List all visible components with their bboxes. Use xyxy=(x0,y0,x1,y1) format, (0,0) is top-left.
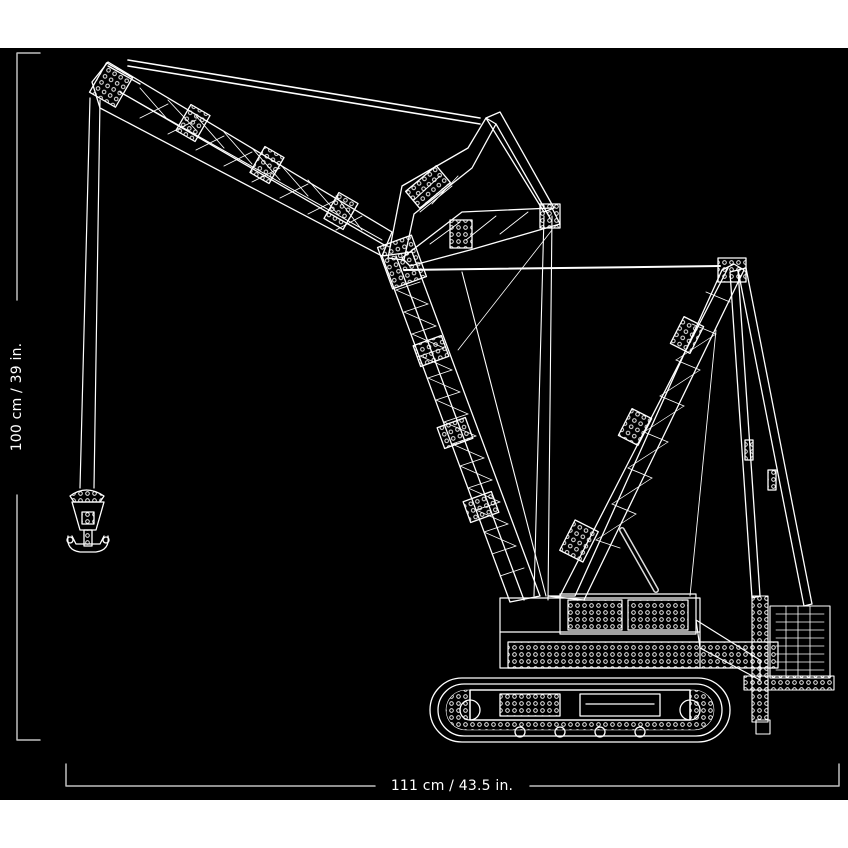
jib-pendants xyxy=(119,59,481,241)
width-dimension-label: 111 cm / 43.5 in. xyxy=(384,778,520,794)
height-dimension-label: 100 cm / 39 in. xyxy=(9,336,25,458)
width-dimension-bracket xyxy=(65,763,840,787)
counterweight xyxy=(743,595,835,735)
crawler-track xyxy=(429,677,731,743)
hoist-ropes xyxy=(79,97,101,489)
derrick-mast xyxy=(547,257,747,601)
main-boom xyxy=(376,234,541,603)
hook-block xyxy=(66,489,110,553)
boom-suspension xyxy=(403,215,721,601)
luffing-jib xyxy=(88,61,393,257)
height-dimension-bracket xyxy=(16,52,41,741)
back-stays xyxy=(689,267,813,607)
superstructure xyxy=(499,593,779,681)
